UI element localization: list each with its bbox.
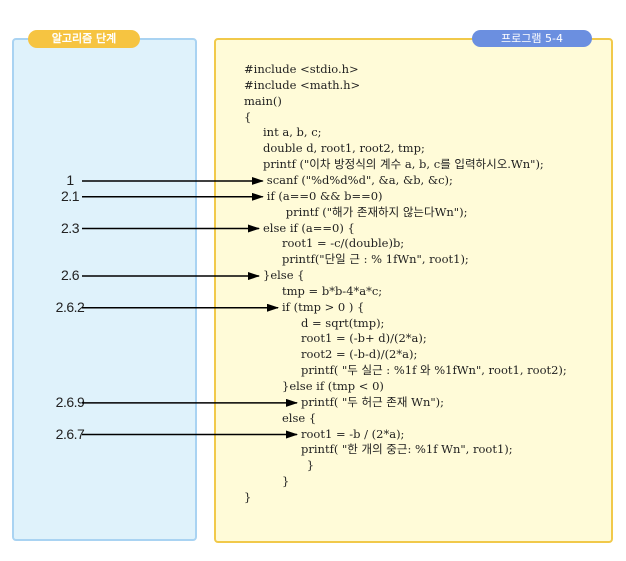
program-panel [214, 38, 613, 543]
code-line: #include <math.h> [244, 77, 361, 92]
code-line: else if (a==0) { [263, 220, 355, 235]
step-label: 2.3 [61, 219, 79, 236]
step-label: 1 [66, 171, 74, 188]
code-line: printf( "두 허근 존재 Wn"); [301, 394, 444, 409]
code-line: root2 = (-b-d)/(2*a); [301, 347, 418, 362]
step-label: 2.6.7 [55, 425, 85, 442]
code-line: if (a==0 && b==0) [266, 188, 383, 203]
step-label: 2.6 [61, 267, 79, 284]
code-line: } [244, 489, 252, 504]
code-line: }else { [263, 268, 305, 283]
step-label: 2.6.2 [55, 298, 85, 315]
code-line: if (tmp > 0 ) { [282, 299, 365, 314]
code-line: printf("단일 근 : % 1fWn", root1); [282, 252, 469, 267]
code-line: } [306, 458, 315, 473]
code-line: else { [282, 410, 317, 425]
code-line: root1 = (-b+ d)/(2*a); [301, 331, 427, 346]
code-line: printf( "한 개의 중근: %1f Wn", root1); [301, 442, 513, 457]
code-line: printf( "두 실근 : %1f 와 %1fWn", root1, roo… [301, 363, 567, 378]
code-line: tmp = b*b-4*a*c; [282, 283, 383, 298]
code-line: printf ("해가 존재하지 않는다Wn"); [285, 204, 468, 219]
code-line: main() [244, 93, 282, 108]
code-line: d = sqrt(tmp); [301, 315, 385, 330]
code-line: { [244, 109, 252, 124]
code-line: }else if (tmp < 0) [282, 379, 384, 393]
code-line: double d, root1, root2, tmp; [263, 141, 425, 156]
code-line: printf ("이차 방정식의 계수 a, b, c를 입력하시오.Wn"); [263, 157, 544, 172]
code-line: scanf ("%d%d%d", &a, &b, &c); [266, 172, 453, 187]
code-line: } [282, 474, 290, 489]
step-label: 2.6.9 [55, 393, 85, 410]
code-line: root1 = -b / (2*a); [301, 426, 405, 441]
program-tab: 프로그램 5-4 [472, 30, 592, 47]
code-line: #include <stdio.h> [244, 62, 359, 76]
step-label: 2.1 [61, 187, 79, 204]
algorithm-steps-panel [12, 38, 197, 541]
code-line: int a, b, c; [263, 125, 322, 140]
code-line: root1 = -c/(double)b; [282, 236, 405, 251]
algorithm-steps-tab: 알고리즘 단계 [28, 30, 140, 48]
